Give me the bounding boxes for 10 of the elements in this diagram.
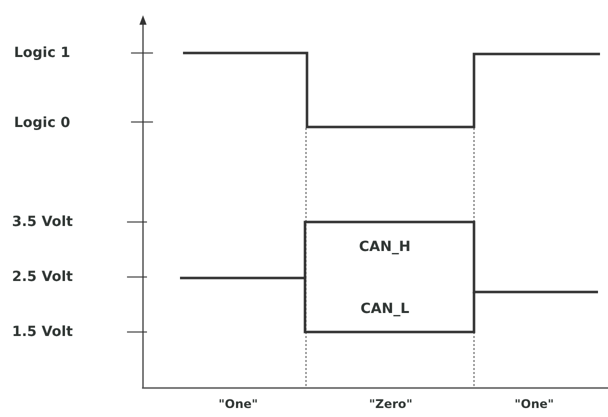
bit-label: "Zero" bbox=[369, 396, 413, 412]
axis-label: Logic 0 bbox=[14, 115, 70, 131]
axis-label: Logic 1 bbox=[14, 45, 70, 61]
bit-label: "One" bbox=[218, 396, 258, 412]
axis-label: 3.5 Volt bbox=[12, 214, 73, 230]
axis-label: 1.5 Volt bbox=[12, 324, 73, 340]
axis-label: 2.5 Volt bbox=[12, 269, 73, 285]
bit-label: "One" bbox=[514, 396, 554, 412]
signal-label: CAN_H bbox=[359, 239, 411, 255]
signal-label: CAN_L bbox=[360, 301, 410, 317]
